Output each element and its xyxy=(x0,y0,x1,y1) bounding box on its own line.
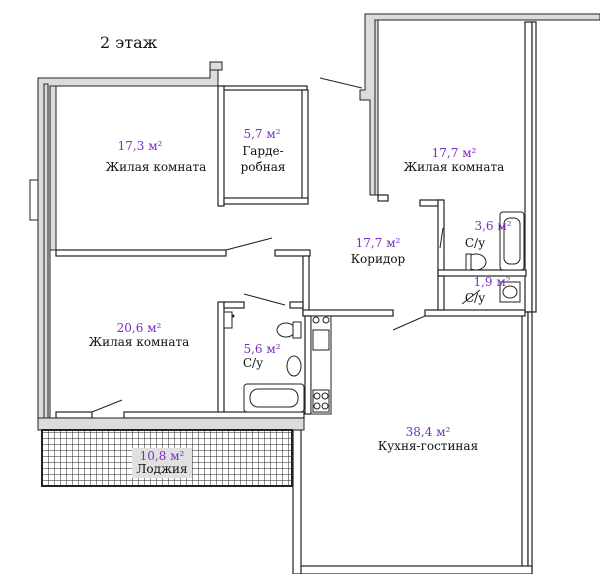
room-area: 38,4 м² xyxy=(406,425,451,439)
room-name: С/у xyxy=(465,291,485,305)
loggia xyxy=(41,429,293,487)
interior-walls xyxy=(37,85,527,431)
room-area: 3,6 м² xyxy=(474,219,511,233)
floor-label: 2 этаж xyxy=(100,33,158,52)
exterior-walls xyxy=(29,13,600,574)
room-labels: 17,3 м² Жилая комната 5,7 м² Гарде- робн… xyxy=(89,127,512,476)
room-area: 1,9 м² xyxy=(473,275,510,289)
room-name: Кухня-гостиная xyxy=(378,439,478,453)
room-name: С/у xyxy=(465,236,485,250)
room-name: Жилая комната xyxy=(89,335,190,349)
room-name: С/у xyxy=(243,356,263,370)
room-name: Гарде- xyxy=(242,144,283,158)
room-name: Жилая комната xyxy=(106,160,207,174)
room-name: робная xyxy=(241,160,286,174)
room-name: Коридор xyxy=(351,252,406,266)
room-area: 17,7 м² xyxy=(432,146,477,160)
room-area: 17,3 м² xyxy=(118,139,163,153)
room-area: 17,7 м² xyxy=(356,236,401,250)
room-area: 20,6 м² xyxy=(117,321,162,335)
kitchen-fixtures xyxy=(310,315,332,415)
room-area: 10,8 м² xyxy=(140,449,185,463)
room-name: Лоджия xyxy=(136,462,187,476)
room-area: 5,6 м² xyxy=(243,342,280,356)
room-name: Жилая комната xyxy=(404,160,505,174)
door-swings xyxy=(91,77,481,413)
room-area: 5,7 м² xyxy=(243,127,280,141)
bathroom-fixtures xyxy=(223,211,525,413)
